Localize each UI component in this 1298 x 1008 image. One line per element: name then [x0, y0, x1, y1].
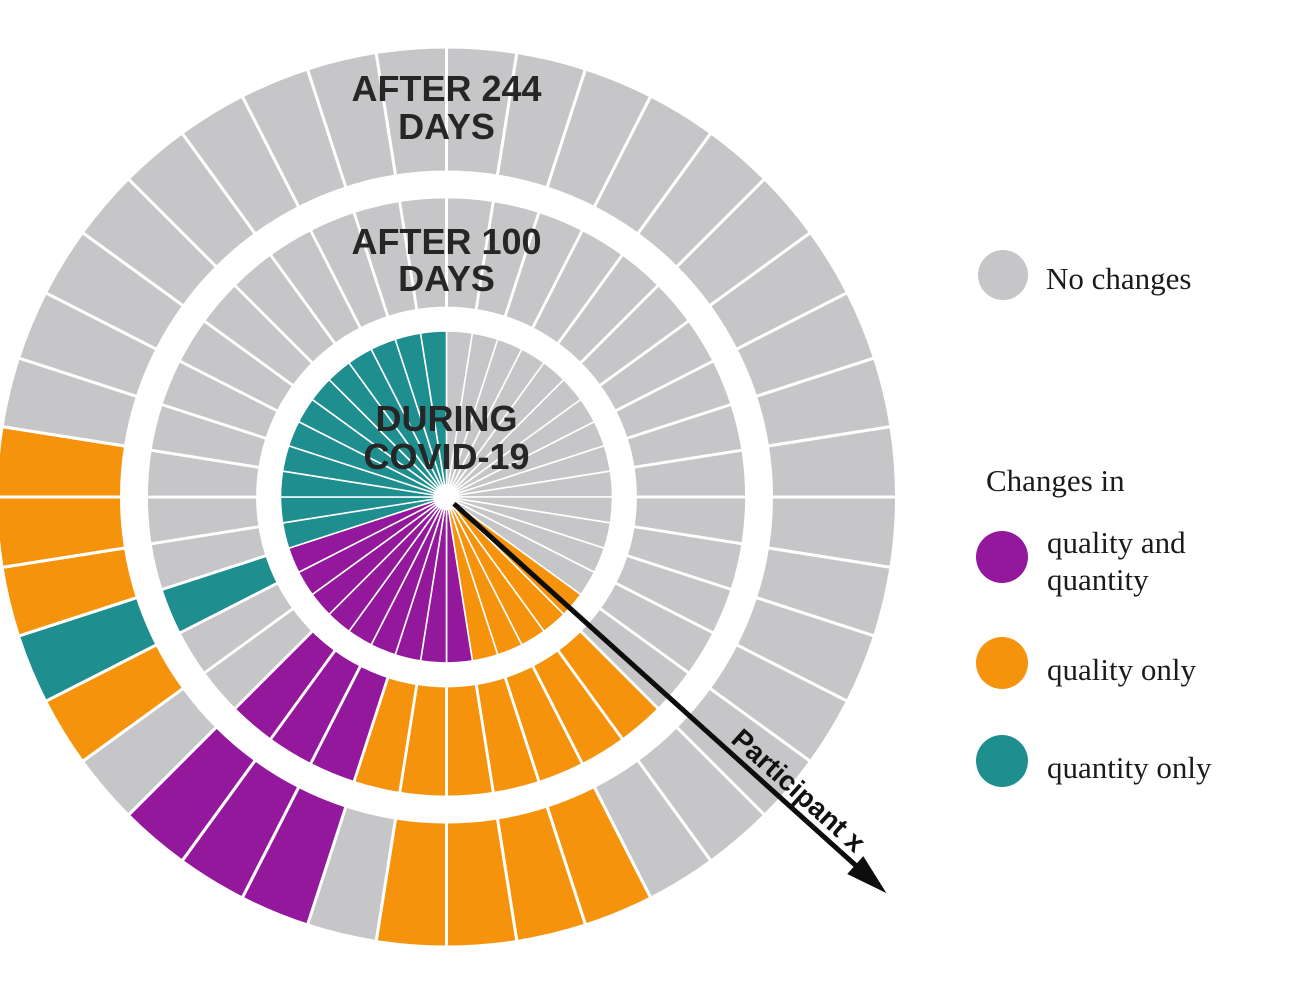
- middle-ring-label-line1: AFTER 100: [351, 221, 541, 262]
- segment-after100-39: [397, 195, 448, 312]
- legend-label-quality-only: quality only: [1047, 652, 1196, 687]
- legend-label-no-changes: No changes: [1046, 261, 1192, 296]
- segment-after244-39: [374, 45, 448, 178]
- legend-label-line: quantity: [1047, 562, 1149, 597]
- legend-dot-quality-and-quantity: [976, 531, 1028, 583]
- inner-ring-label-line2: COVID-19: [363, 436, 529, 477]
- participant-arrow-line: [452, 501, 862, 871]
- participant-arrow-head: [847, 856, 887, 894]
- outer-ring-label-line1: AFTER 244: [351, 68, 541, 109]
- legend-dot-quality-only: [976, 637, 1028, 689]
- middle-ring-label-line2: DAYS: [398, 258, 495, 299]
- legend-label-quality-and-quantity: quality and quantity: [1047, 524, 1186, 598]
- legend-heading: Changes in: [986, 463, 1125, 498]
- ring-labels: AFTER 244 DAYS AFTER 100 DAYS DURING COV…: [351, 68, 541, 477]
- segment-during-39: [419, 330, 448, 498]
- outer-ring-label-line2: DAYS: [398, 106, 495, 147]
- legend-dot-no-changes: [978, 250, 1028, 300]
- legend-dot-quantity-only: [976, 735, 1028, 787]
- center-hub: [433, 484, 460, 510]
- legend-label-line: quality and: [1047, 525, 1186, 560]
- sunburst-segments: [0, 45, 899, 949]
- legend-label-quantity-only: quantity only: [1047, 750, 1212, 785]
- inner-ring-label-line1: DURING: [376, 398, 518, 439]
